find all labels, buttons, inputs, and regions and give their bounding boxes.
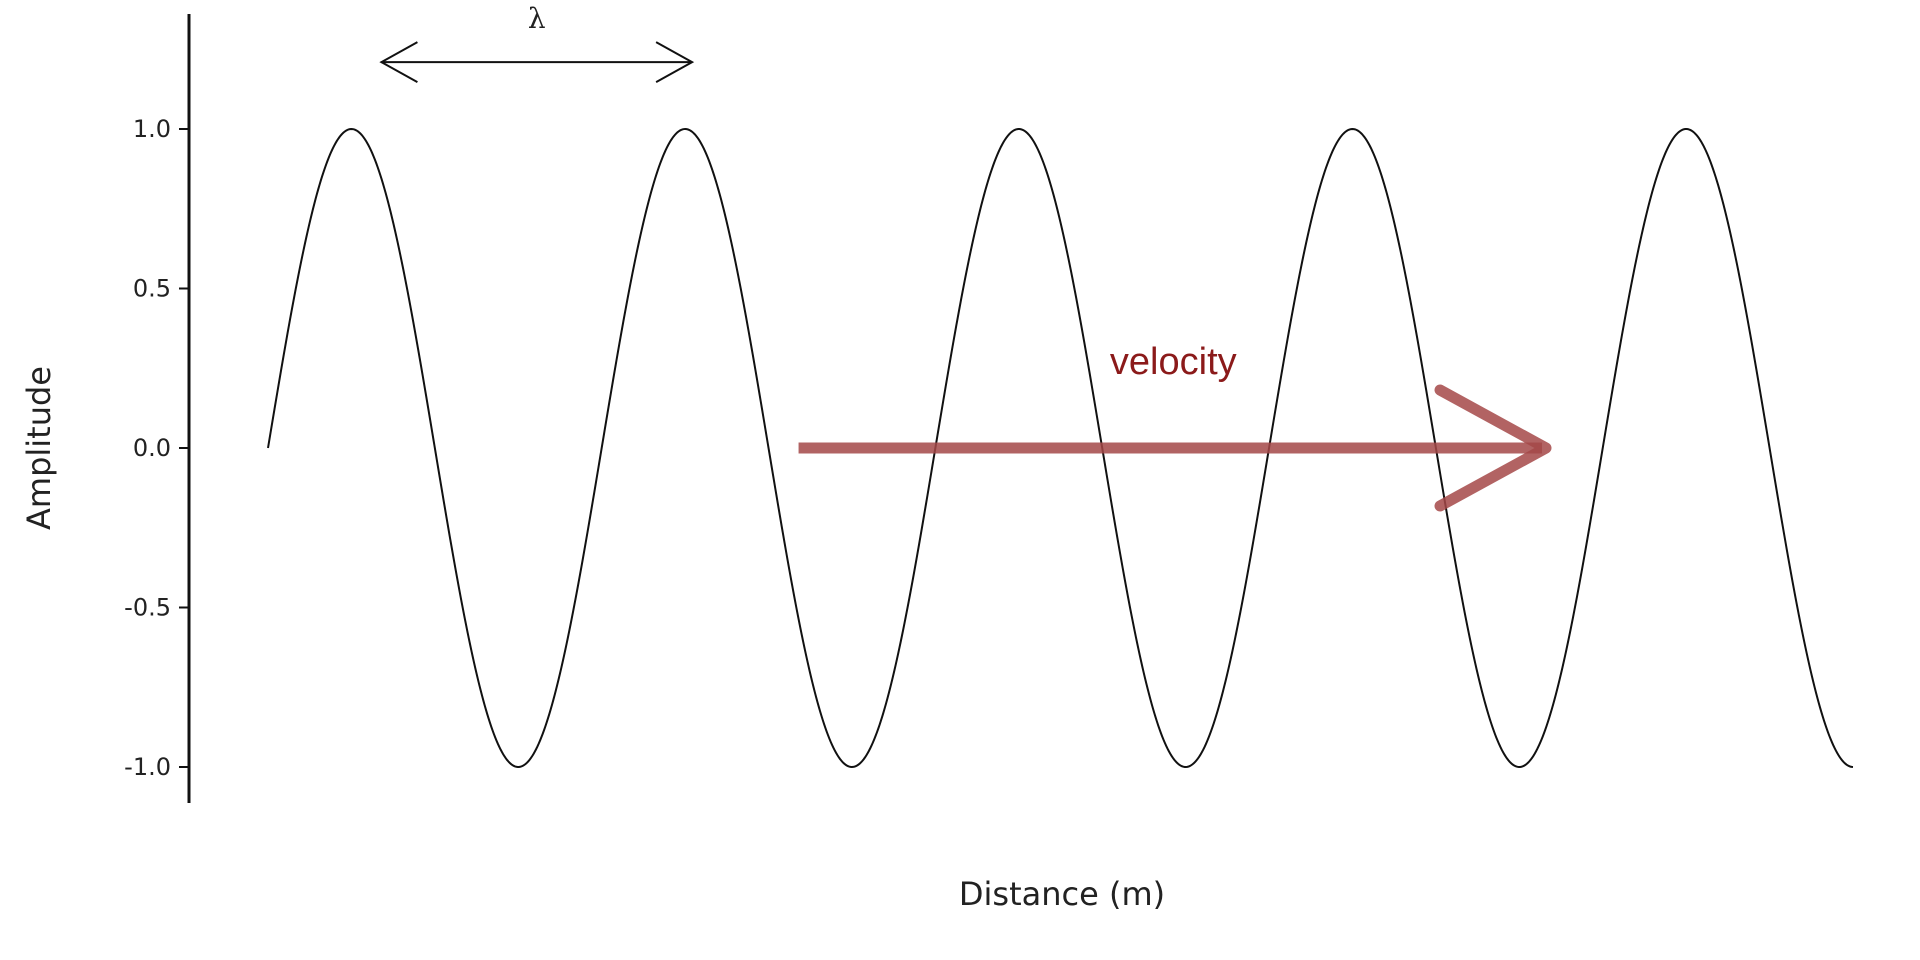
wavelength-label: λ [528,2,546,35]
velocity-annotation: velocity [798,341,1552,512]
y-tick-label: -1.0 [124,753,171,781]
wavelength-arrowhead-left [379,41,418,83]
y-tick-label: 1.0 [133,115,171,143]
wavelength-annotation: λ [379,2,695,83]
velocity-label: velocity [1110,341,1237,383]
y-tick-label: -0.5 [124,594,171,622]
x-axis-title: Distance (m) [959,875,1165,913]
y-axis-title: Amplitude [20,366,58,530]
velocity-arrowhead [1434,384,1552,512]
sine-wave-series [267,127,1854,769]
y-tick-label: 0.0 [133,434,171,462]
y-axis-ticks: 1.0 0.5 0.0 -0.5 -1.0 [124,115,189,781]
y-tick-label: 0.5 [133,275,171,303]
wavelength-arrowhead-right [655,41,695,83]
